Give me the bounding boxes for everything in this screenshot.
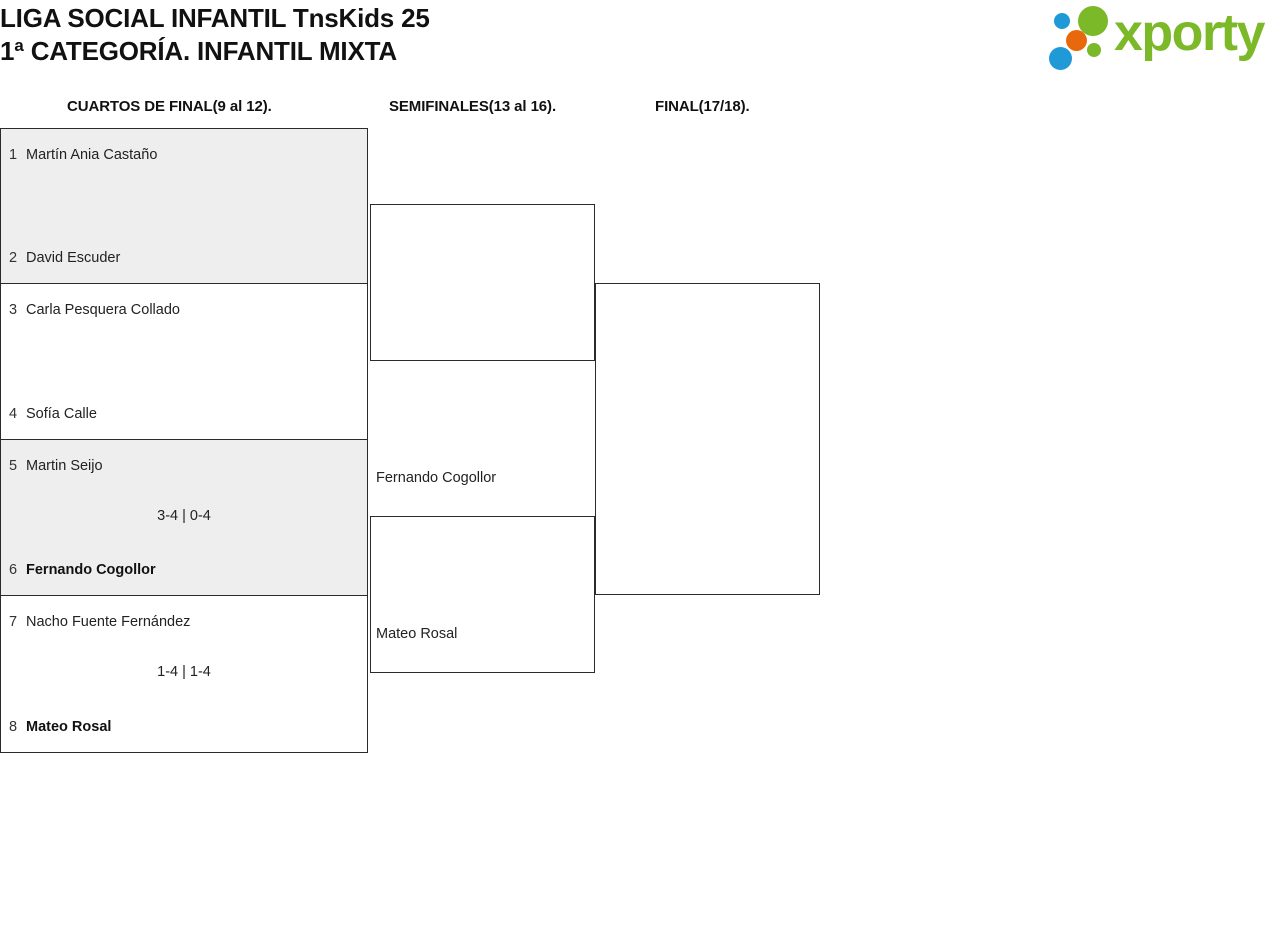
quarterfinal-match-2[interactable]: 3 Carla Pesquera Collado 4 Sofía Calle bbox=[0, 283, 368, 440]
semifinal-match-1[interactable] bbox=[370, 204, 595, 361]
semifinal-player-2[interactable]: Mateo Rosal bbox=[376, 626, 458, 642]
player-name: Fernando Cogollor bbox=[26, 562, 156, 578]
seed-number: 6 bbox=[9, 562, 18, 578]
quarterfinal-3-player-top[interactable]: 5 Martin Seijo bbox=[1, 456, 367, 476]
logo-dot-green-large-icon bbox=[1078, 6, 1108, 36]
round-header-final: FINAL(17/18). bbox=[655, 98, 750, 115]
player-name: Mateo Rosal bbox=[26, 719, 112, 735]
seed-number: 4 bbox=[9, 406, 18, 422]
tournament-title-line-2: 1ª CATEGORÍA. INFANTIL MIXTA bbox=[0, 36, 397, 66]
tournament-title-line-1: LIGA SOCIAL INFANTIL TnsKids 25 bbox=[0, 3, 430, 33]
quarterfinal-1-player-top[interactable]: 1 Martín Ania Castaño bbox=[1, 145, 367, 165]
seed-number: 1 bbox=[9, 147, 18, 163]
quarterfinal-4-score: 1-4 | 1-4 bbox=[157, 664, 211, 680]
semifinal-player-1[interactable]: Fernando Cogollor bbox=[376, 470, 497, 486]
quarterfinal-match-4[interactable]: 7 Nacho Fuente Fernández 8 Mateo Rosal bbox=[0, 595, 368, 753]
seed-number: 8 bbox=[9, 719, 18, 735]
semifinal-match-2[interactable] bbox=[370, 516, 595, 673]
quarterfinal-match-3[interactable]: 5 Martin Seijo 6 Fernando Cogollor bbox=[0, 439, 368, 596]
final-match[interactable] bbox=[595, 283, 820, 595]
logo-dot-blue-large-icon bbox=[1049, 47, 1072, 70]
quarterfinal-match-1[interactable]: 1 Martín Ania Castaño 2 David Escuder bbox=[0, 128, 368, 284]
logo-dot-blue-small-icon bbox=[1054, 13, 1070, 29]
round-header-quarterfinals: CUARTOS DE FINAL(9 al 12). bbox=[67, 98, 272, 115]
quarterfinal-3-score: 3-4 | 0-4 bbox=[157, 508, 211, 524]
player-name: Martín Ania Castaño bbox=[26, 147, 158, 163]
seed-number: 2 bbox=[9, 250, 18, 266]
player-name: Martin Seijo bbox=[26, 458, 103, 474]
logo-dot-green-small-icon bbox=[1087, 43, 1101, 57]
xporty-logo: xporty bbox=[1048, 4, 1276, 70]
quarterfinal-2-player-bottom[interactable]: 4 Sofía Calle bbox=[1, 404, 367, 424]
seed-number: 5 bbox=[9, 458, 18, 474]
player-name: Sofía Calle bbox=[26, 406, 97, 422]
logo-dot-orange-icon bbox=[1066, 30, 1087, 51]
logo-wordmark: xporty bbox=[1114, 4, 1265, 62]
seed-number: 7 bbox=[9, 614, 18, 630]
quarterfinal-1-player-bottom[interactable]: 2 David Escuder bbox=[1, 248, 367, 268]
player-name: David Escuder bbox=[26, 250, 121, 266]
quarterfinal-4-player-bottom[interactable]: 8 Mateo Rosal bbox=[1, 717, 367, 737]
page-title: LIGA SOCIAL INFANTIL TnsKids 25 1ª CATEG… bbox=[0, 2, 900, 68]
player-name: Nacho Fuente Fernández bbox=[26, 614, 191, 630]
seed-number: 3 bbox=[9, 302, 18, 318]
quarterfinal-2-player-top[interactable]: 3 Carla Pesquera Collado bbox=[1, 300, 367, 320]
player-name: Carla Pesquera Collado bbox=[26, 302, 180, 318]
quarterfinal-4-player-top[interactable]: 7 Nacho Fuente Fernández bbox=[1, 612, 367, 632]
round-header-semifinals: SEMIFINALES(13 al 16). bbox=[389, 98, 557, 115]
quarterfinal-3-player-bottom[interactable]: 6 Fernando Cogollor bbox=[1, 560, 367, 580]
